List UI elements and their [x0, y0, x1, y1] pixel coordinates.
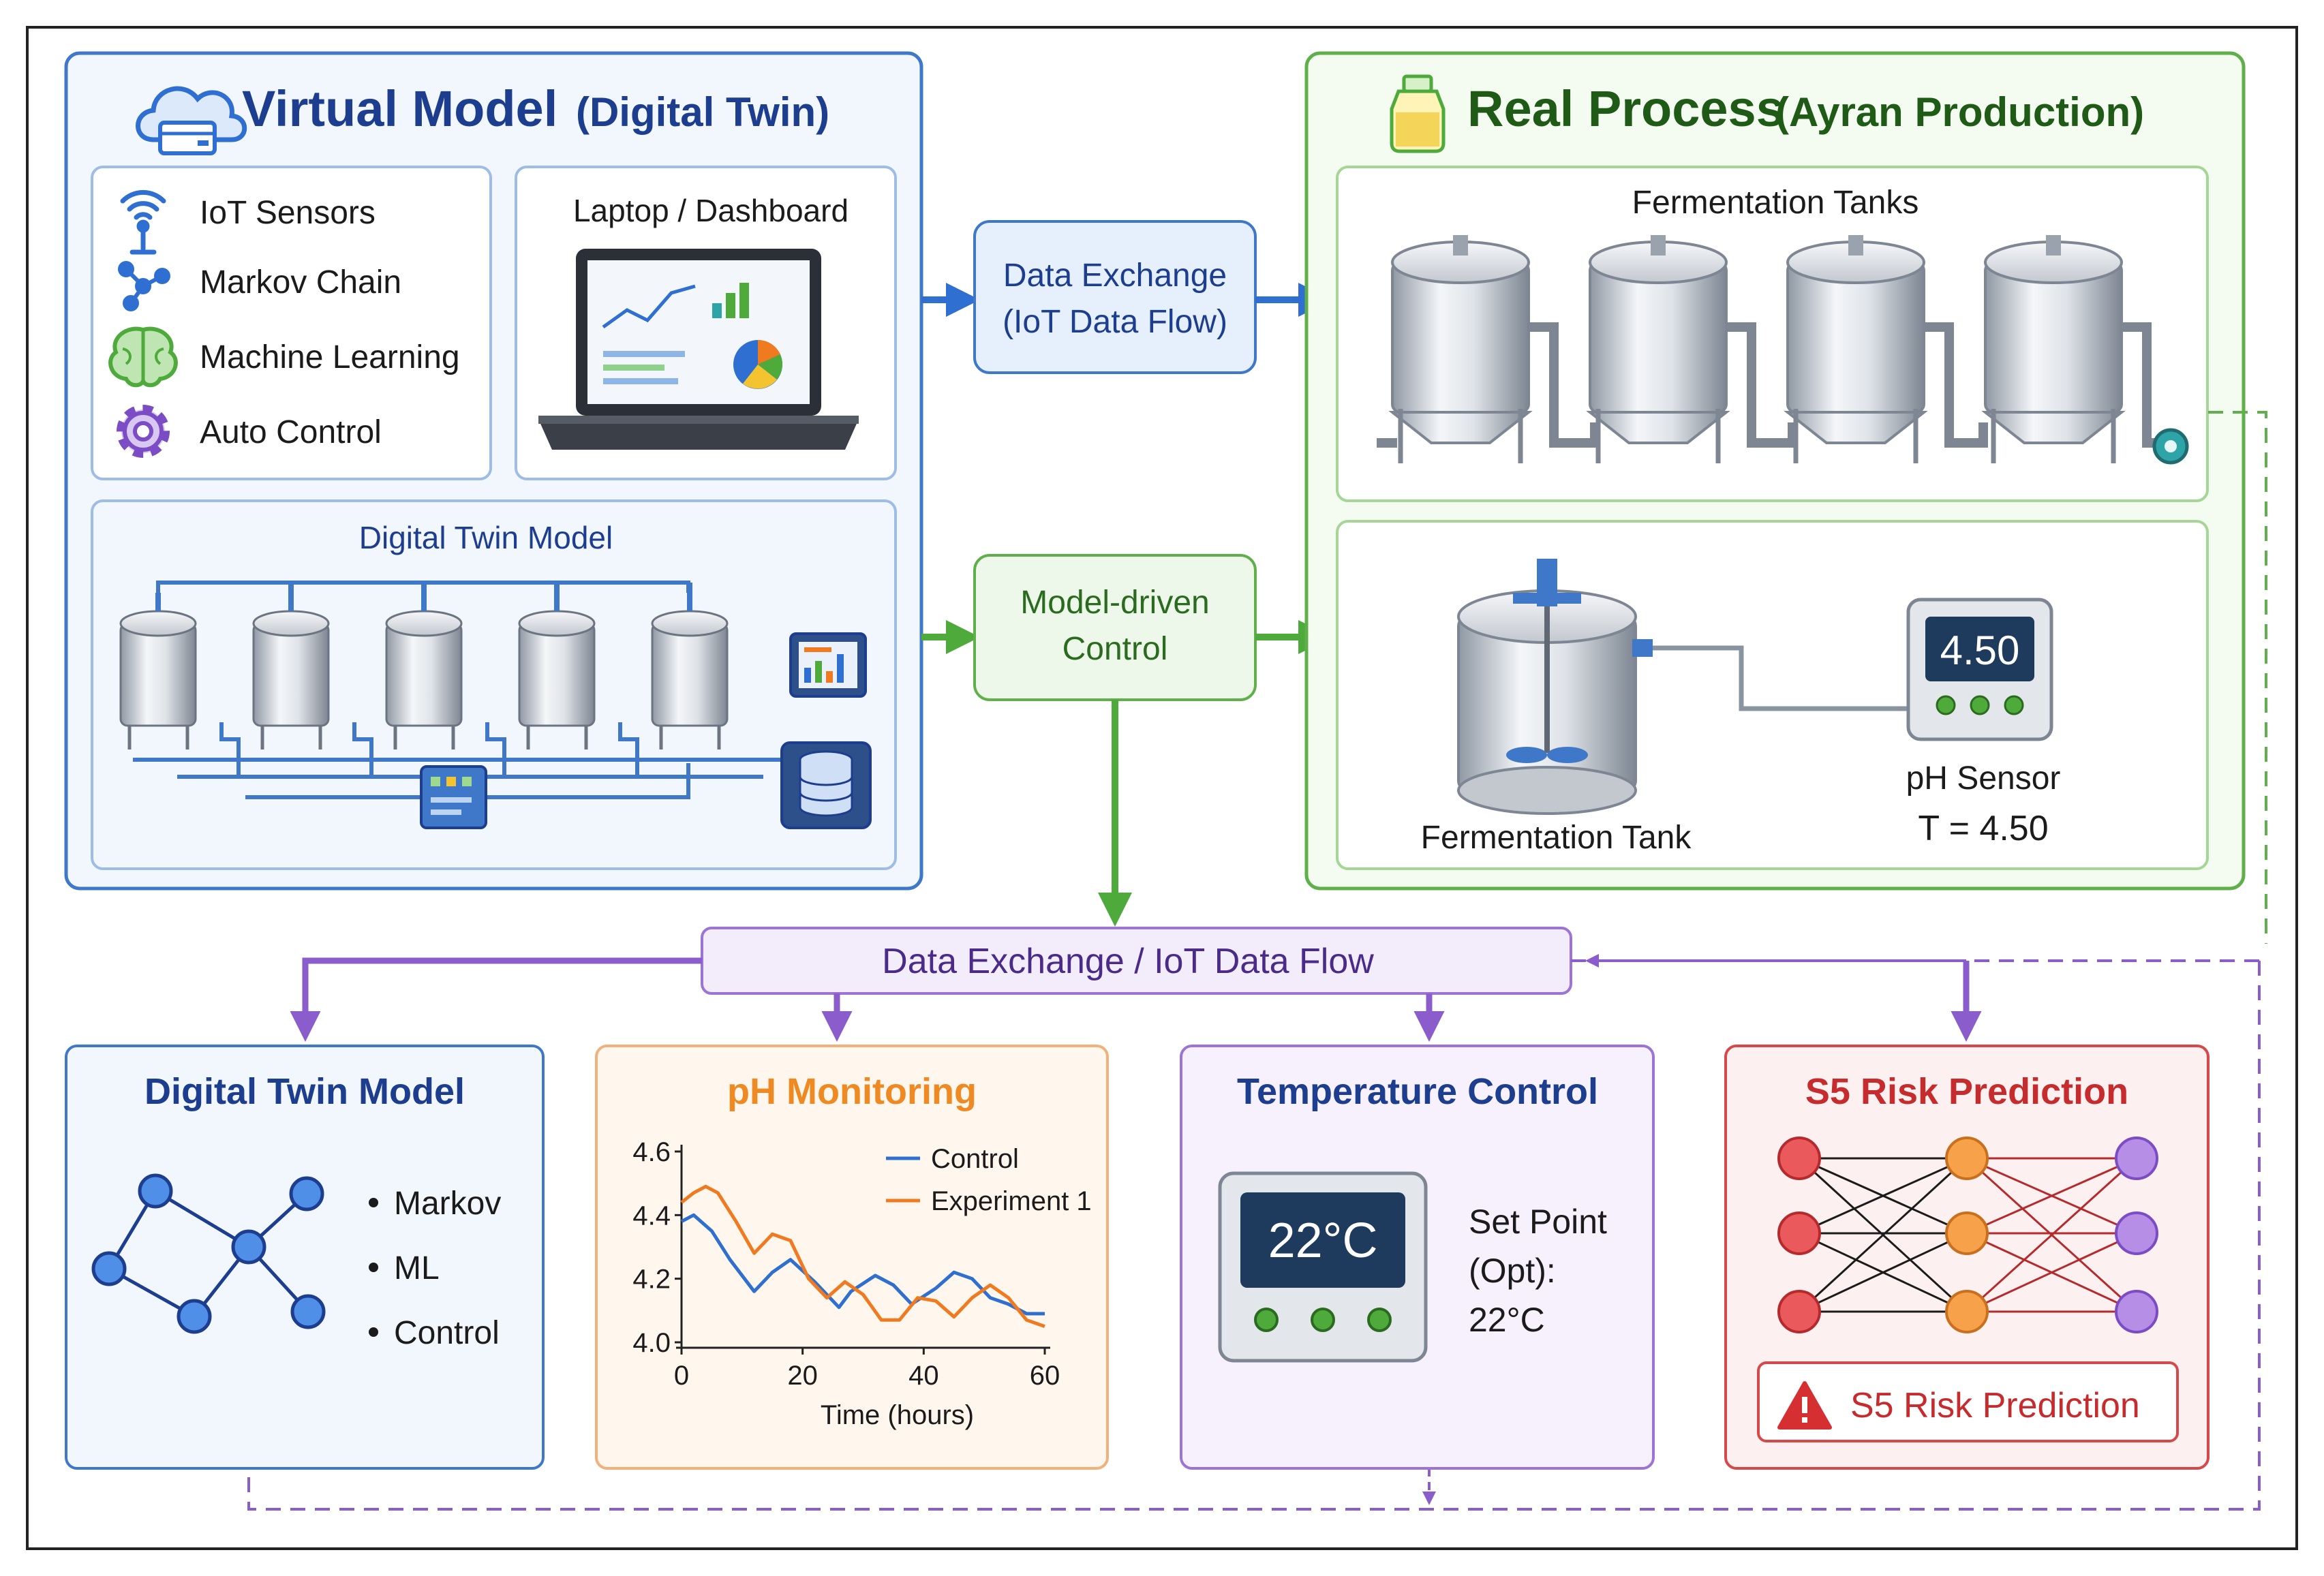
fermentation-tanks-label: Fermentation Tanks — [1632, 185, 1919, 221]
ph-reading: T = 4.50 — [1918, 809, 2048, 848]
twin-tank — [651, 583, 729, 750]
twin-tank — [252, 583, 330, 750]
x-tick-label: 40 — [908, 1361, 939, 1391]
virtual-model-panel: Virtual Model (Digital Twin) IoT Sensors… — [64, 51, 923, 891]
setpoint-line3: 22°C — [1469, 1301, 1545, 1339]
legend-label-1: Experiment 1 — [931, 1186, 1092, 1216]
dashboard-label: Laptop / Dashboard — [573, 193, 848, 228]
database-icon — [780, 741, 872, 829]
bus-label: Data Exchange / IoT Data Flow — [882, 942, 1374, 981]
bottom-digital-twin-panel: Digital Twin Model Markov ML Control — [65, 1045, 545, 1470]
fermentation-tank — [1388, 235, 1533, 463]
virtual-model-subtitle: (Digital Twin) — [576, 89, 829, 135]
twin-tank-row — [119, 581, 872, 829]
temperature-control-title: Temperature Control — [1237, 1071, 1598, 1112]
setpoint-line2: (Opt): — [1469, 1252, 1556, 1290]
fermentation-tank — [1981, 235, 2126, 463]
model-control-line1: Model-driven — [1020, 585, 1209, 621]
markov-graph-icon — [91, 1173, 326, 1334]
x-tick-label: 20 — [787, 1361, 818, 1391]
data-exchange-box: Data Exchange (IoT Data Flow) — [921, 220, 1332, 374]
ph-monitoring-title: pH Monitoring — [727, 1071, 977, 1112]
risk-prediction-panel: S5 Risk Prediction — [1724, 1045, 2210, 1470]
digital-twin-model-label: Digital Twin Model — [359, 520, 613, 555]
feature-markov-chain: Markov Chain — [200, 264, 401, 300]
risk-title: S5 Risk Prediction — [1805, 1071, 2128, 1112]
dt-item-ml: ML — [394, 1250, 440, 1286]
feature-iot-sensors: IoT Sensors — [200, 195, 376, 231]
bottom-dt-title: Digital Twin Model — [144, 1071, 465, 1112]
dt-item-markov: Markov — [394, 1186, 501, 1222]
risk-alert-box — [1757, 1361, 2179, 1442]
fermentation-tank-row — [1377, 235, 2189, 465]
fermentation-tank — [1784, 235, 1928, 463]
thermostat-display: 22°C — [1268, 1214, 1378, 1268]
x-tick-label: 60 — [1030, 1361, 1060, 1391]
bottle-icon — [1390, 74, 1446, 153]
fermentation-tank — [1586, 235, 1730, 463]
wifi-icon — [120, 189, 166, 255]
thermostat-device: 22°C — [1218, 1171, 1428, 1363]
y-tick-label: 4.0 — [632, 1328, 671, 1358]
pump-icon — [2152, 428, 2189, 465]
ph-display: 4.50 — [1940, 628, 2020, 673]
stirred-fermentation-tank — [1457, 559, 1653, 815]
data-exchange-line2: (IoT Data Flow) — [1003, 304, 1227, 340]
control-unit-icon — [420, 765, 487, 829]
real-process-subtitle: (Ayran Production) — [1775, 89, 2144, 135]
x-tick-label: 0 — [674, 1361, 689, 1391]
setpoint-line1: Set Point — [1469, 1203, 1607, 1241]
x-axis-label: Time (hours) — [821, 1400, 974, 1430]
ph-sensor-label: pH Sensor — [1906, 760, 2061, 797]
laptop-icon — [538, 249, 859, 450]
temperature-control-panel: Temperature Control 22°C Set Point (Opt)… — [1180, 1045, 1655, 1470]
legend-label-0: Control — [931, 1144, 1019, 1174]
series-line-1 — [680, 1184, 1045, 1329]
ph-meter: 4.50 — [1906, 598, 2053, 741]
warning-icon — [1777, 1381, 1832, 1430]
dt-item-control: Control — [394, 1315, 500, 1351]
twin-tank — [119, 593, 197, 750]
virtual-model-title: Virtual Model — [242, 80, 557, 137]
outer-frame — [26, 26, 2298, 1550]
model-driven-control-box: Model-driven Control — [921, 554, 1332, 927]
data-exchange-line1: Data Exchange — [1003, 258, 1227, 294]
real-process-panel: Real Process (Ayran Production) Fermenta… — [1304, 51, 2246, 891]
gear-icon — [117, 405, 170, 458]
digital-twin-model-box — [91, 499, 897, 870]
twin-tank — [518, 583, 596, 750]
fermentation-tank-label: Fermentation Tank — [1421, 820, 1692, 856]
features-box — [91, 166, 492, 480]
series-line-0 — [680, 1213, 1045, 1316]
cloud-icon — [136, 86, 247, 155]
brain-icon — [108, 326, 178, 388]
y-tick-label: 4.6 — [632, 1137, 671, 1167]
data-bus: Data Exchange / IoT Data Flow — [247, 411, 2267, 1511]
twin-tank — [385, 583, 463, 750]
markov-chain-icon — [118, 261, 170, 311]
feature-machine-learning: Machine Learning — [200, 339, 460, 375]
real-process-title: Real Process — [1467, 80, 1784, 137]
y-tick-label: 4.4 — [632, 1201, 671, 1231]
risk-alert-text: S5 Risk Prediction — [1850, 1386, 2140, 1425]
model-control-line2: Control — [1062, 631, 1168, 667]
neural-network-icon — [1777, 1137, 2158, 1333]
monitor-icon — [789, 632, 867, 698]
sensor-cable — [1653, 645, 1908, 711]
feature-auto-control: Auto Control — [200, 414, 382, 450]
y-tick-label: 4.2 — [632, 1265, 671, 1295]
